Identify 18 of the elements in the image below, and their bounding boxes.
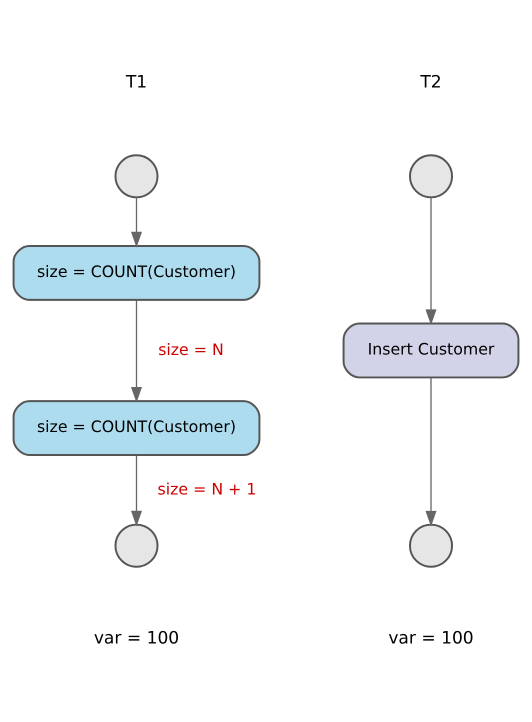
node-circle [114,524,159,568]
node-circle [114,154,159,198]
node-box: Insert Customer [342,322,520,378]
arrow [130,300,142,403]
arrow [425,198,437,326]
node-box: size = COUNT(Customer) [12,244,260,301]
label: T2 [420,72,442,92]
arrow [130,455,142,526]
node-label: var = 100 [94,628,180,649]
node-circle [408,524,454,568]
arrow [425,378,437,527]
arrow [130,198,142,248]
label: T1 [126,72,148,92]
node-label: var = 100 [388,628,474,649]
edge-label: size = N + 1 [158,480,256,499]
node-box: size = COUNT(Customer) [12,400,260,456]
node-circle [408,154,454,198]
edge-label: size = N [158,340,224,360]
